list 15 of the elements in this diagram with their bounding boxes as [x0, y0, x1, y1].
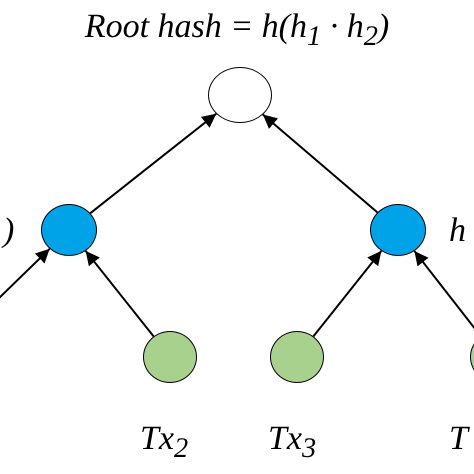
node-label: h [448, 212, 467, 250]
node-label: ) [0, 212, 16, 250]
hash-node-circle [41, 204, 97, 256]
hash-node-circle [208, 67, 272, 123]
arrow [312, 250, 382, 337]
hash-node-circle [370, 204, 426, 256]
node-label: Tx$_{3}$ [267, 420, 318, 464]
arrow [84, 250, 154, 337]
hash-node-circle [143, 331, 197, 383]
title: Root hash = h(h$_{1}$ · h$_{2}$) [84, 8, 390, 53]
hash-node-circle [270, 331, 324, 383]
arrow [262, 114, 378, 214]
arrow [90, 112, 217, 214]
node-label: T [448, 420, 471, 458]
node-label: Tx$_{2}$ [139, 420, 190, 464]
